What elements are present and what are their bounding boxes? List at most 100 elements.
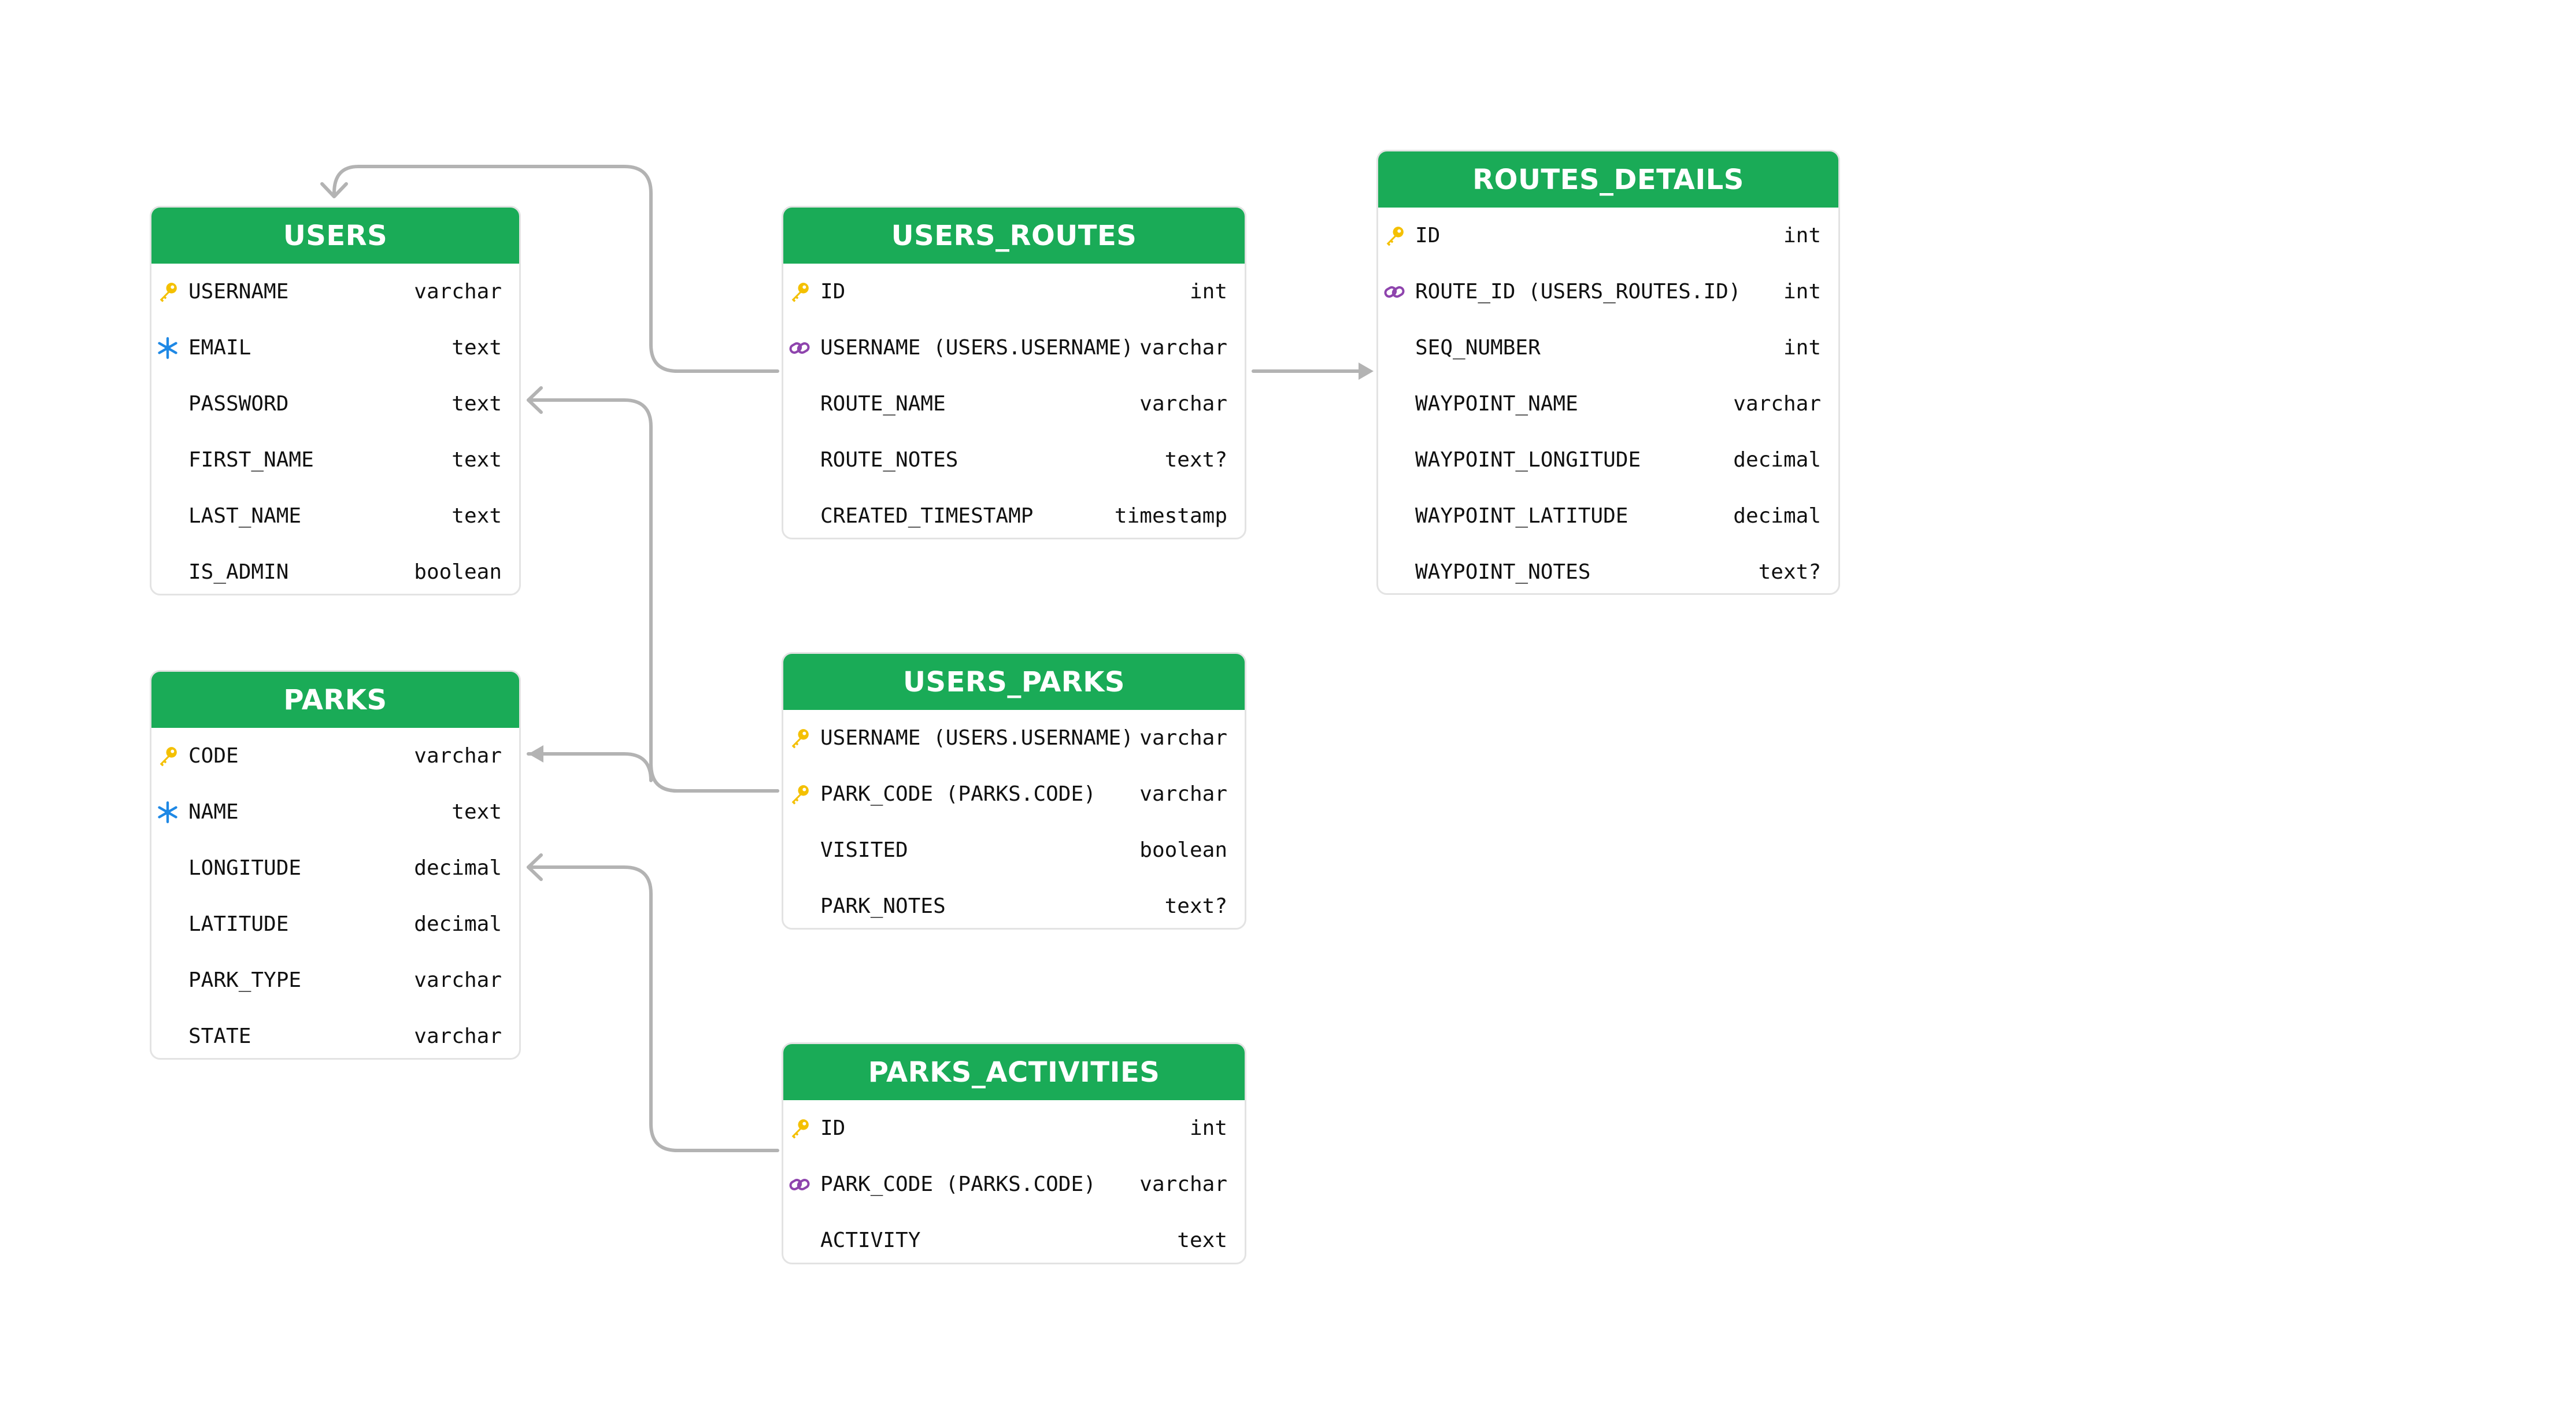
column-row[interactable]: CODE varchar — [151, 728, 519, 784]
icon-placeholder — [788, 393, 820, 416]
column-type: int — [1189, 280, 1227, 304]
icon-placeholder — [1383, 505, 1415, 528]
icon-placeholder — [788, 839, 820, 862]
table-users-parks[interactable]: USERS_PARKS USERNAME (USERS.USERNAME)var… — [782, 652, 1246, 930]
column-type: int — [1783, 280, 1821, 304]
column-row[interactable]: USERNAME (USERS.USERNAME)varchar — [783, 710, 1245, 766]
table-title: USERS_ROUTES — [783, 208, 1245, 264]
snowflake-icon — [156, 336, 188, 360]
column-name: CODE — [188, 744, 239, 768]
icon-placeholder — [156, 561, 188, 584]
column-row[interactable]: IS_ADMIN boolean — [151, 544, 519, 594]
column-row[interactable]: ROUTE_ID (USERS_ROUTES.ID) int — [1378, 264, 1838, 320]
column-name: CREATED_TIMESTAMP — [820, 504, 1034, 528]
column-row[interactable]: WAYPOINT_LATITUDE decimal — [1378, 488, 1838, 544]
column-row[interactable]: ID int — [783, 264, 1245, 320]
column-type: varchar — [1139, 336, 1227, 360]
column-type: text? — [1758, 560, 1821, 584]
arrowhead-users-password — [527, 386, 543, 414]
column-name: PARK_CODE (PARKS.CODE) — [820, 1172, 1096, 1196]
column-type: int — [1783, 224, 1821, 247]
column-type: varchar — [414, 744, 502, 768]
column-name: PARK_CODE (PARKS.CODE) — [820, 782, 1096, 806]
column-type: varchar — [1139, 782, 1227, 806]
icon-placeholder — [788, 895, 820, 918]
column-type: varchar — [414, 280, 502, 304]
relation-users-parks-to-users — [527, 398, 779, 793]
column-name: USERNAME (USERS.USERNAME) — [820, 726, 1134, 750]
column-type: text — [1177, 1229, 1227, 1252]
column-type: decimal — [414, 912, 502, 936]
column-type: varchar — [1139, 1172, 1227, 1196]
column-type: text? — [1164, 894, 1227, 918]
column-name: WAYPOINT_LATITUDE — [1415, 504, 1628, 528]
column-name: ROUTE_NAME — [820, 392, 946, 416]
table-title: USERS_PARKS — [783, 654, 1245, 710]
column-row[interactable]: USERNAME (USERS.USERNAME)varchar — [783, 320, 1245, 376]
column-type: decimal — [1733, 504, 1821, 528]
column-row[interactable]: LONGITUDE decimal — [151, 840, 519, 896]
column-row[interactable]: ROUTE_NOTES text? — [783, 432, 1245, 488]
column-type: int — [1783, 336, 1821, 360]
table-title: PARKS — [151, 672, 519, 728]
link-icon — [788, 336, 820, 360]
relation-users-routes-to-users — [332, 165, 779, 373]
column-type: text — [451, 336, 502, 360]
relation-parks-activities-to-parks — [527, 865, 779, 1152]
column-name: ID — [820, 280, 846, 304]
column-name: LONGITUDE — [188, 856, 302, 880]
icon-placeholder — [1383, 393, 1415, 416]
key-icon — [788, 1117, 820, 1140]
column-type: decimal — [414, 856, 502, 880]
column-name: WAYPOINT_NOTES — [1415, 560, 1591, 584]
icon-placeholder — [788, 505, 820, 528]
column-type: boolean — [414, 560, 502, 584]
column-type: int — [1189, 1116, 1227, 1140]
column-name: IS_ADMIN — [188, 560, 289, 584]
column-name: ROUTE_NOTES — [820, 448, 958, 472]
arrowhead-users — [320, 182, 348, 198]
column-row[interactable]: EMAIL text — [151, 320, 519, 376]
column-row[interactable]: CREATED_TIMESTAMP timestamp — [783, 488, 1245, 538]
column-type: text? — [1164, 448, 1227, 472]
column-type: timestamp — [1114, 504, 1227, 528]
icon-placeholder — [156, 969, 188, 992]
column-name: EMAIL — [188, 336, 251, 360]
column-type: varchar — [414, 1024, 502, 1048]
column-name: USERNAME (USERS.USERNAME) — [820, 336, 1134, 360]
column-row[interactable]: PARK_CODE (PARKS.CODE) varchar — [783, 1156, 1245, 1212]
column-type: text — [451, 448, 502, 472]
key-icon — [156, 280, 188, 304]
table-title: ROUTES_DETAILS — [1378, 151, 1838, 208]
column-name: LAST_NAME — [188, 504, 302, 528]
column-name: WAYPOINT_LONGITUDE — [1415, 448, 1641, 472]
key-icon — [788, 727, 820, 750]
column-row[interactable]: WAYPOINT_NOTES text? — [1378, 544, 1838, 593]
column-row[interactable]: PARK_CODE (PARKS.CODE) varchar — [783, 766, 1245, 822]
column-type: varchar — [1733, 392, 1821, 416]
column-name: ROUTE_ID (USERS_ROUTES.ID) — [1415, 280, 1741, 304]
